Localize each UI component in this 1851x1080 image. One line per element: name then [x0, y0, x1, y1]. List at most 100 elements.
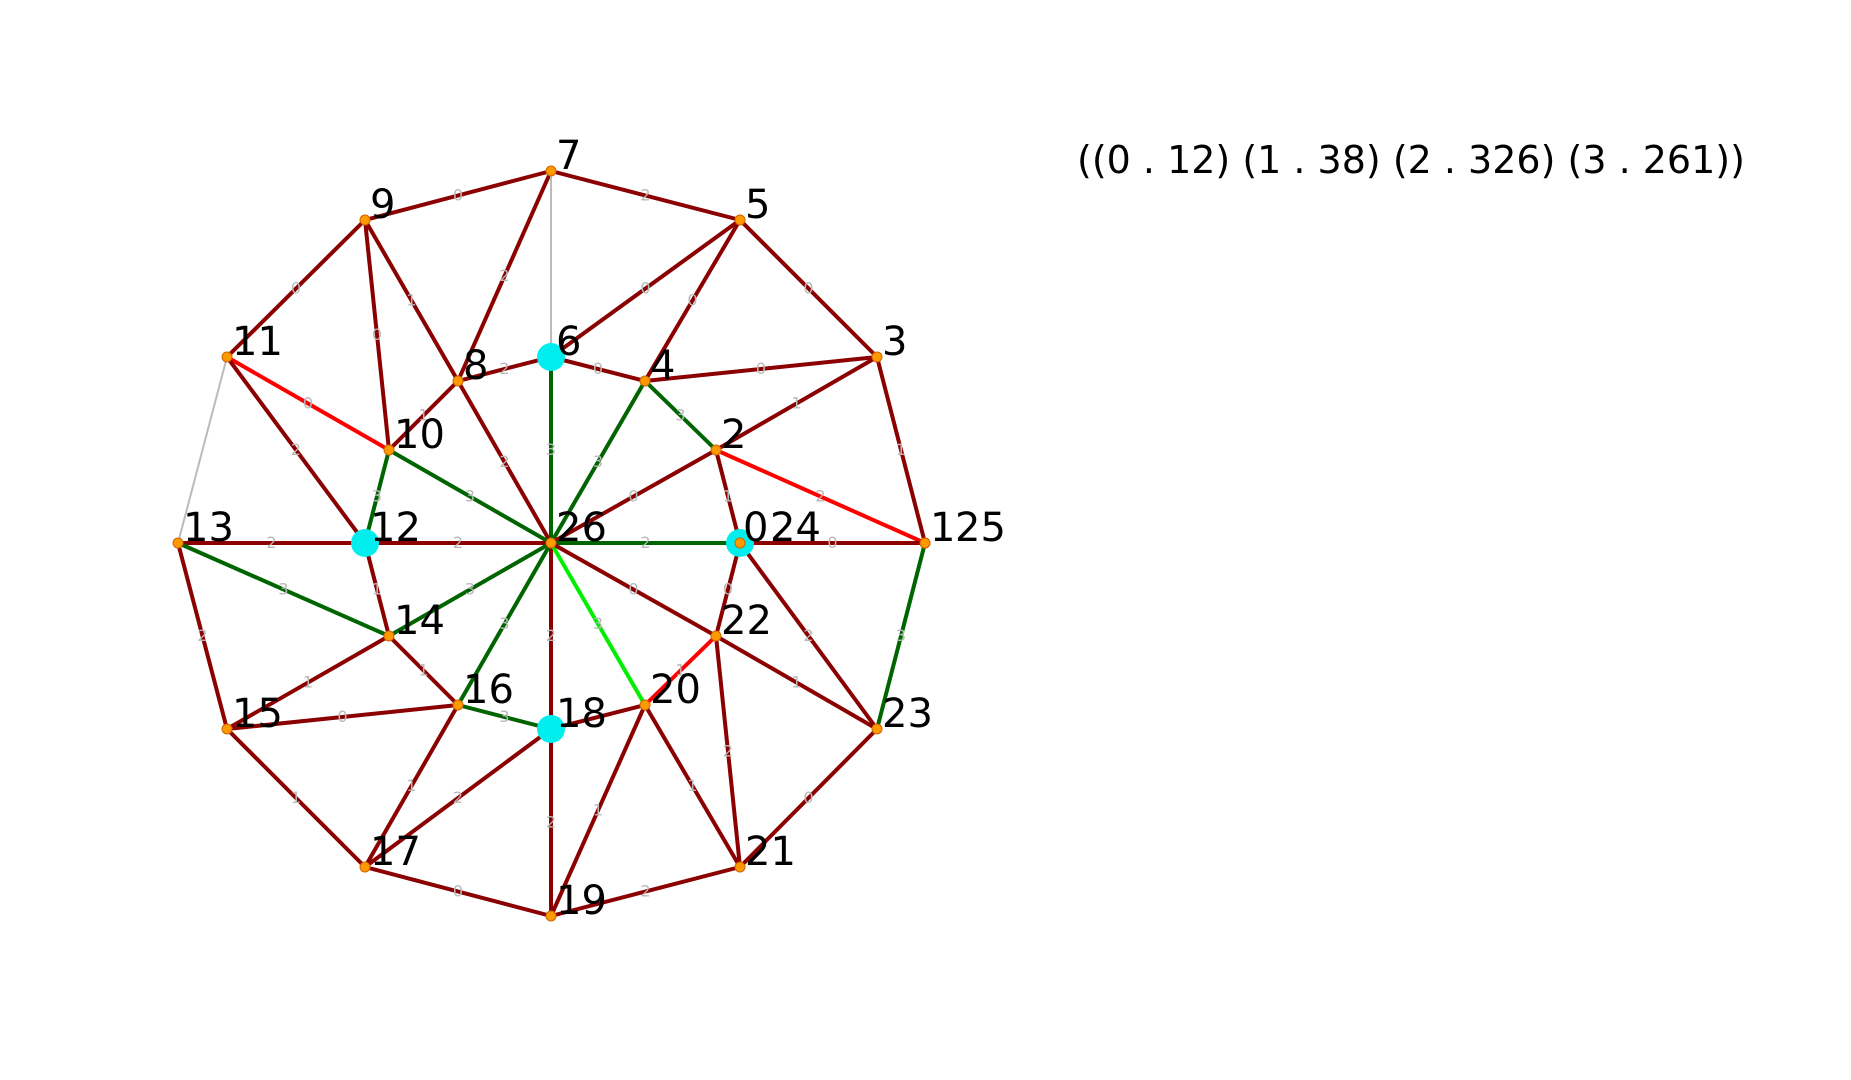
node-label-15: 15 [232, 691, 283, 737]
edge-4-26 [549, 379, 647, 545]
edge-label-5-4: 0 [687, 291, 697, 310]
edge-label-4-26: 3 [593, 452, 603, 471]
edge-16-17 [363, 704, 460, 868]
edge-label-10-12: 3 [372, 487, 382, 506]
edge-20-21 [643, 703, 742, 869]
node-3 [871, 351, 883, 363]
edge-4-2 [643, 379, 718, 452]
node-label-17: 17 [370, 829, 421, 875]
node-9 [359, 214, 371, 226]
node-16 [452, 699, 464, 711]
edge-label-8-26: 2 [499, 452, 509, 471]
edge-5-4 [643, 218, 742, 383]
edge-1-23 [875, 542, 927, 730]
node-14 [383, 630, 395, 642]
edge-label-13-15: 2 [197, 626, 207, 645]
edge-26-20 [549, 541, 647, 707]
node-4 [639, 375, 651, 387]
edge-5-3 [738, 218, 879, 359]
node-17 [359, 861, 371, 873]
edge-8-6 [457, 355, 552, 383]
edge-3-2 [714, 355, 879, 452]
node-label-23: 23 [882, 691, 933, 737]
edge-label-13-12: 2 [266, 533, 276, 552]
edge-label-20-21: 1 [687, 776, 697, 795]
edge-label-13-14: 3 [278, 580, 288, 599]
edge-label-6-4: 0 [593, 359, 603, 378]
nodes-layer [172, 165, 931, 922]
edge-9-10 [363, 219, 391, 451]
edge-8-10 [387, 379, 460, 452]
node-label-22: 22 [721, 598, 772, 644]
edge-22-21 [714, 635, 742, 868]
edge-label-7-8: 2 [499, 266, 509, 285]
edge-label-24-1: 0 [827, 533, 837, 552]
node-label-25: 25 [955, 505, 1006, 551]
edge-label-19-21: 2 [640, 882, 650, 901]
node-22 [710, 630, 722, 642]
edge-label-14-15: 1 [303, 673, 313, 692]
edge-13-15 [176, 542, 229, 730]
edge-label-5-3: 0 [803, 279, 813, 298]
edge-label-26-22: 0 [628, 580, 638, 599]
edge-26-14 [388, 541, 552, 638]
edge-label-9-11: 0 [291, 279, 301, 298]
node-label-0: 0 [743, 505, 768, 551]
edge-label-7-9: 0 [453, 186, 463, 205]
edge-22-23 [714, 634, 879, 731]
node-label-18: 18 [556, 691, 607, 737]
node-19 [545, 910, 557, 922]
edge-label-6-26: 3 [546, 440, 556, 459]
node-label-2: 2 [721, 412, 746, 458]
node-label-20: 20 [650, 667, 701, 713]
edge-label-2-26: 0 [628, 487, 638, 506]
edge-label-22-20: 1 [675, 661, 685, 680]
edge-17-19 [364, 865, 552, 918]
node-label-16: 16 [463, 667, 514, 713]
node-label-19: 19 [556, 878, 607, 924]
edge-24-22 [714, 542, 742, 637]
node-label-5: 5 [745, 182, 770, 228]
node-26 [545, 537, 557, 549]
node-11 [221, 351, 233, 363]
edge-13-14 [177, 541, 390, 638]
edge-label-24-23: 2 [803, 626, 813, 645]
node-23 [871, 723, 883, 735]
edge-label-12-26: 2 [453, 533, 463, 552]
edge-2-1 [715, 448, 926, 545]
node-10 [383, 444, 395, 456]
edge-label-9-8: 1 [406, 291, 416, 310]
edges-layer [176, 169, 927, 918]
edge-9-11 [225, 218, 367, 359]
edge-label-26-20: 3 [593, 614, 603, 633]
edge-label-2-1: 2 [815, 487, 825, 506]
node-label-1: 1 [930, 505, 955, 551]
edge-15-16 [226, 703, 459, 731]
node-label-6: 6 [556, 319, 581, 365]
summary-text: ((0 . 12) (1 . 38) (2 . 326) (3 . 261)) [1077, 138, 1745, 182]
edge-label-16-17: 1 [406, 776, 416, 795]
edge-10-12 [363, 449, 391, 544]
edge-label-8-6: 2 [499, 359, 509, 378]
edge-8-26 [456, 380, 553, 544]
edge-label-26-18: 2 [546, 626, 556, 645]
node-18 [537, 715, 565, 743]
edge-label-3-4: 0 [756, 359, 766, 378]
node-label-11: 11 [232, 319, 283, 365]
edge-label-1-23: 3 [896, 626, 906, 645]
node-12 [351, 529, 379, 557]
edge-label-7-5: 2 [640, 186, 650, 205]
edge-label-26-16: 3 [499, 614, 509, 633]
edge-10-26 [388, 448, 552, 545]
edge-label-10-26: 3 [465, 487, 475, 506]
edge-7-9 [364, 169, 552, 222]
node-label-8: 8 [463, 343, 488, 389]
edge-11-10 [226, 355, 390, 452]
node-6 [537, 343, 565, 371]
edge-19-21 [550, 865, 741, 918]
edge-26-16 [456, 542, 553, 706]
edge-3-1 [875, 356, 927, 544]
